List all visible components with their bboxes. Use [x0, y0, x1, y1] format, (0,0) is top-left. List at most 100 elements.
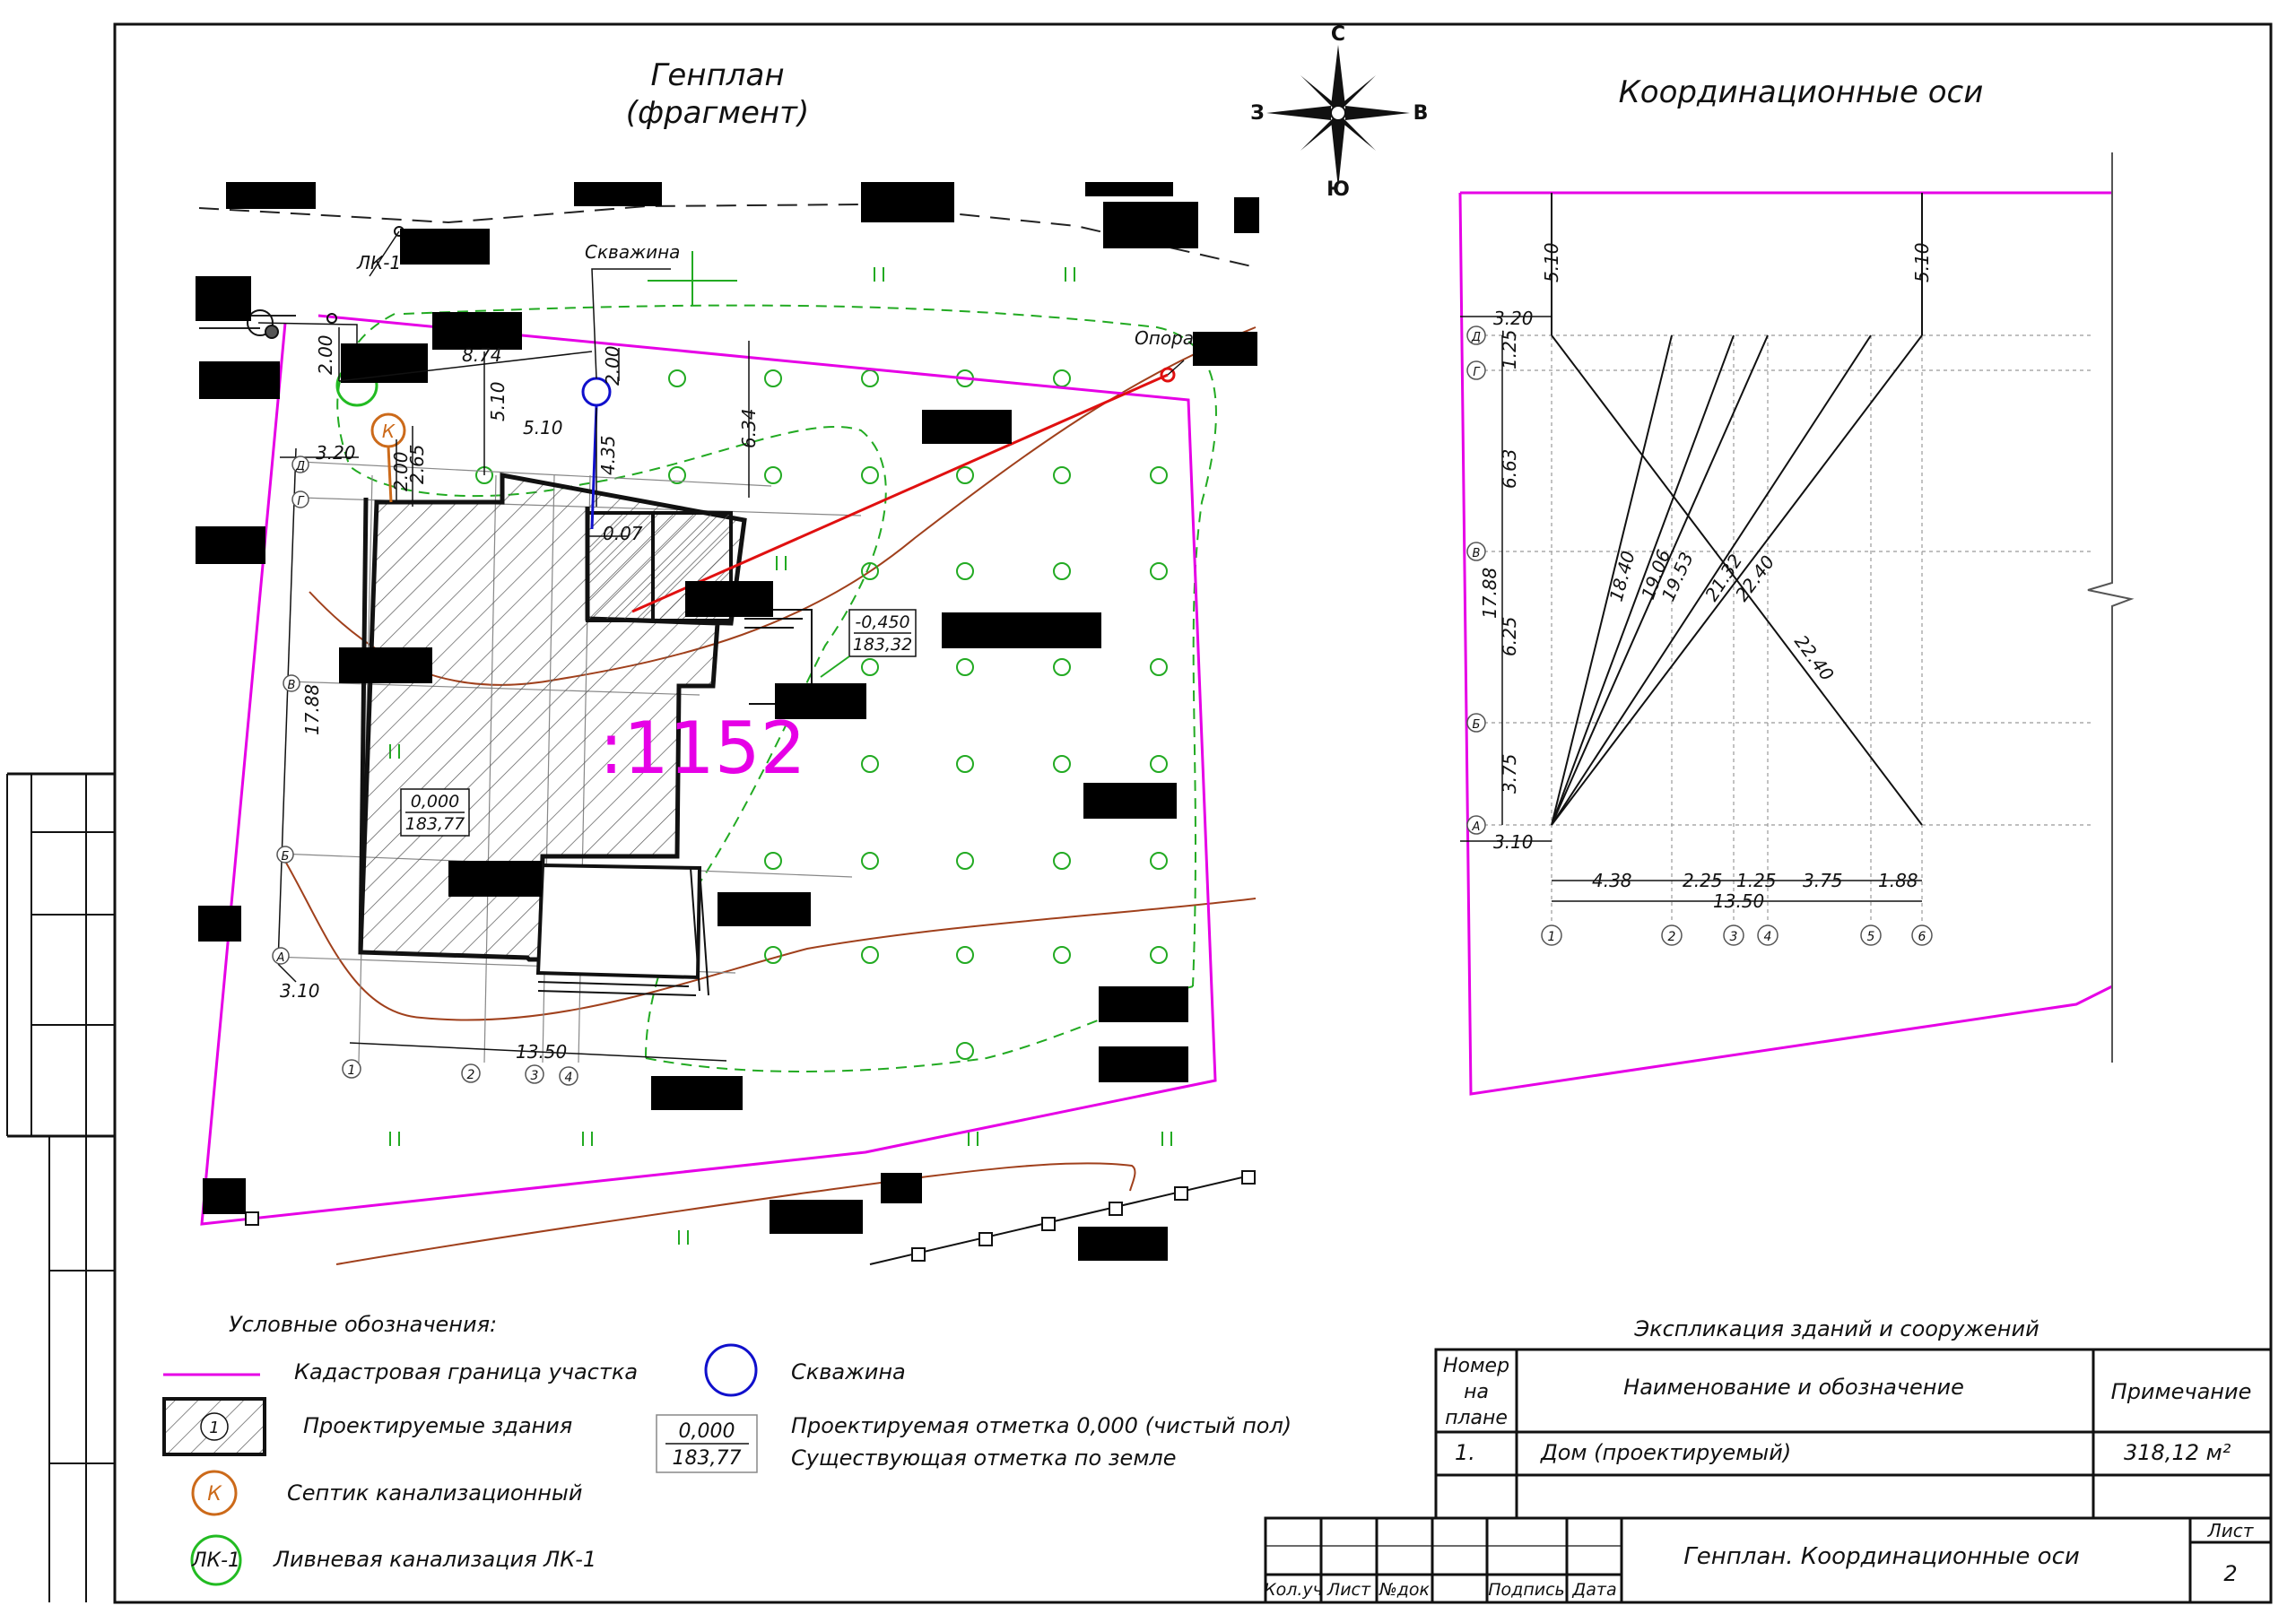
svg-text:4: 4 — [1764, 930, 1772, 944]
pole-marker — [1160, 367, 1176, 383]
coord-diagonal-labels: 18.40 19.06 19.53 21.32 22.40 22.40 — [1605, 547, 1839, 685]
legend-septic-text: Септик канализационный — [287, 1480, 582, 1506]
dim-17-88: 17.88 — [301, 684, 323, 735]
coord-axis-col-2: 2 — [1661, 924, 1683, 946]
dim-0-07: 0.07 — [603, 523, 643, 544]
coord-dim-texts: 5.10 5.10 3.20 1.25 6.63 17.88 6.25 3.75… — [1479, 242, 1933, 912]
coord-dim-6-25: 6.25 — [1499, 616, 1520, 656]
genplan-axis-row-d: Д — [291, 456, 309, 473]
svg-text:3: 3 — [531, 1069, 539, 1083]
plot-number: :1152 — [599, 707, 806, 790]
legend-storm-symbol: ЛК-1 — [191, 1549, 240, 1572]
genplan-title: Генплан — [650, 57, 784, 93]
genplan: Генплан (фрагмент) — [196, 57, 1259, 1265]
coord-dim-4-38: 4.38 — [1592, 870, 1632, 891]
coord-dim-2-25: 2.25 — [1683, 870, 1723, 891]
coordination-axes: Координационные оси 18.4 — [1458, 74, 2135, 1096]
genplan-axis-row-g: Г — [291, 490, 309, 508]
elevation-porch-ground: 183,32 — [853, 635, 912, 655]
explication-col-number-l3: плане — [1445, 1407, 1508, 1429]
compass-north: С — [1331, 23, 1345, 46]
svg-text:В: В — [1473, 547, 1481, 560]
svg-text:6: 6 — [1918, 930, 1926, 944]
coord-dim-13-50: 13.50 — [1713, 890, 1764, 912]
dim-4-35: 4.35 — [597, 435, 619, 475]
dim-2-00-top: 2.00 — [315, 334, 336, 375]
legend-building-number: 1 — [209, 1419, 219, 1437]
dim-6-34: 6.34 — [738, 408, 760, 448]
genplan-dimension-lines — [277, 327, 750, 1062]
legend-elev-design-text: Проектируемая отметка 0,000 (чистый пол) — [791, 1413, 1292, 1438]
coord-axis-row-v: В — [1466, 542, 1486, 561]
pole-label: Опора — [1135, 327, 1194, 349]
explication-col-note: Примечание — [2111, 1379, 2252, 1404]
coord-boundary — [1458, 191, 2113, 1096]
coord-dim-3-10: 3.10 — [1493, 831, 1534, 853]
title-block: Кол.уч Лист №док Подпись Дата Генплан. К… — [1264, 1516, 2273, 1604]
fence-posts — [245, 1170, 1256, 1265]
coord-axis-col-5: 5 — [1860, 924, 1882, 946]
coord-dim-lines — [1460, 316, 1922, 902]
genplan-subtitle: (фрагмент) — [626, 95, 809, 131]
power-line — [631, 373, 1169, 613]
legend-elev-ground-text: Существующая отметка по земле — [791, 1445, 1177, 1471]
coord-dim-3-20: 3.20 — [1493, 308, 1534, 329]
dim-3-10: 3.10 — [280, 980, 320, 1002]
house-footprint — [358, 472, 813, 996]
svg-text:2: 2 — [467, 1068, 475, 1082]
genplan-axis-row-a: А — [272, 947, 290, 965]
stamp-header-data: Дата — [1571, 1580, 1616, 1600]
compass-south: Ю — [1326, 178, 1350, 201]
coord-dim-5-10-b: 5.10 — [1911, 242, 1933, 282]
dim-5-10-b: 5.10 — [523, 417, 563, 438]
elevation-house-ground: 183,77 — [405, 814, 465, 834]
explication-table: Экспликация зданий и сооружений Номер на… — [1434, 1316, 2273, 1520]
legend-elev-ground-value: 183,77 — [673, 1447, 742, 1470]
explication-col-number-l2: на — [1464, 1381, 1489, 1403]
legend-septic-symbol: К — [207, 1483, 222, 1506]
svg-text:Г: Г — [297, 495, 305, 508]
svg-text:Г: Г — [1473, 366, 1481, 379]
well-pipe — [590, 404, 598, 530]
coord-dim-3-75-b: 3.75 — [1803, 870, 1843, 891]
elevation-porch-design: -0,450 — [855, 612, 909, 632]
coord-axis-row-a: А — [1466, 815, 1486, 835]
compass-east: В — [1413, 102, 1429, 125]
stamp-sheet-label: Лист — [2207, 1520, 2255, 1541]
coord-dim-1-25: 1.25 — [1499, 329, 1520, 369]
well-label: Скважина — [585, 241, 680, 263]
svg-text:Д: Д — [295, 460, 305, 473]
svg-text:А: А — [1472, 820, 1481, 834]
coord-axis-col-4: 4 — [1757, 924, 1779, 946]
diag-22-40-b: 22.40 — [1790, 631, 1839, 685]
explication-row-num: 1. — [1455, 1440, 1475, 1465]
explication-row-name: Дом (проектируемый) — [1540, 1440, 1791, 1465]
legend-elev-design-value: 0,000 — [679, 1420, 735, 1443]
legend-septic-swatch — [191, 1470, 238, 1516]
stamp-header-ndok: №док — [1378, 1580, 1431, 1600]
coord-break-line — [2087, 152, 2135, 1063]
sheet-frame — [6, 22, 2273, 1604]
coord-diagonals — [1551, 193, 1923, 826]
genplan-axis-col-2: 2 — [461, 1063, 481, 1083]
coord-axis-row-d: Д — [1466, 325, 1486, 345]
svg-text:3: 3 — [1730, 930, 1738, 944]
svg-text:1: 1 — [1548, 930, 1556, 944]
elevation-house: 0,000 183,77 — [400, 788, 470, 837]
legend-well-text: Скважина — [791, 1359, 906, 1384]
coord-dim-17-88: 17.88 — [1479, 568, 1500, 619]
legend-well-swatch — [704, 1343, 758, 1397]
elevation-house-design: 0,000 — [411, 792, 459, 812]
dim-2-00-sep: 2.00 — [390, 451, 412, 491]
coord-dim-1-88: 1.88 — [1878, 870, 1918, 891]
legend-storm-swatch — [190, 1534, 242, 1586]
dim-3-20: 3.20 — [316, 442, 356, 464]
coord-axis-col-6: 6 — [1911, 924, 1933, 946]
genplan-dimension-texts: 2.00 8.74 5.10 5.10 2.00 4.35 6.34 3.20 … — [280, 334, 760, 1063]
stamp-header-list: Лист — [1326, 1580, 1371, 1600]
explication-title: Экспликация зданий и сооружений — [1633, 1316, 2039, 1341]
legend-title: Условные обозначения: — [229, 1312, 497, 1337]
svg-text:А: А — [276, 951, 285, 965]
elevation-porch: -0,450 183,32 — [820, 609, 917, 678]
